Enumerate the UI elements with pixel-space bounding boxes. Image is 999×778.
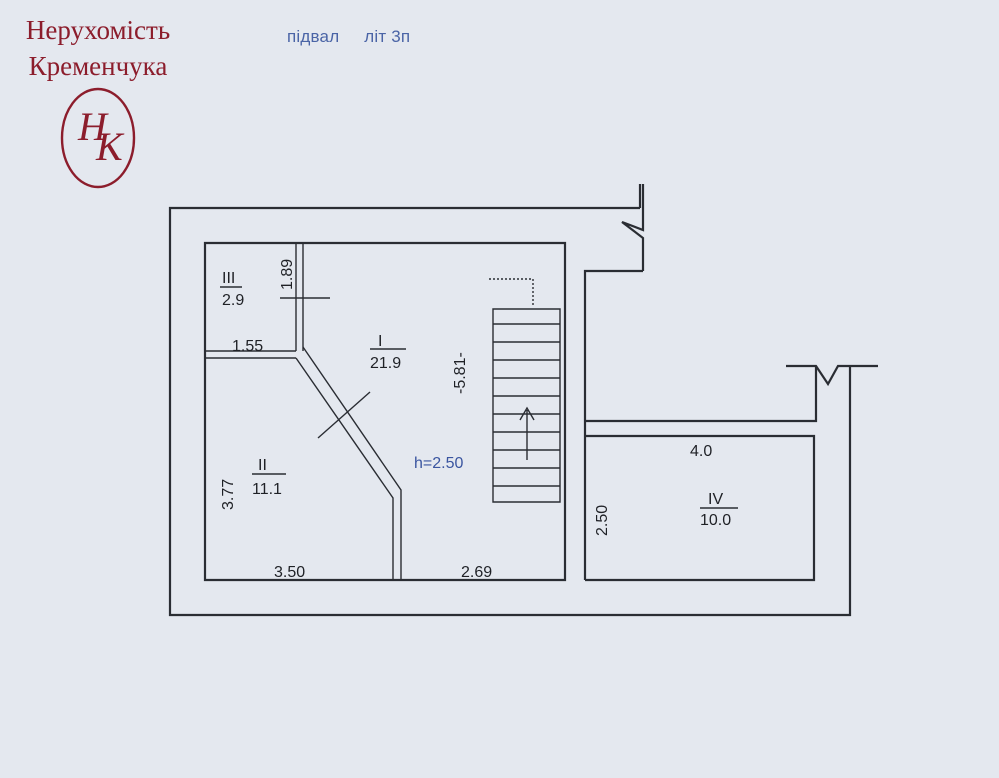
brand-line-2: Кременчука [28, 51, 168, 81]
room-IV-area: 10.0 [700, 512, 731, 529]
dimension-5-81: -5.81- [452, 352, 469, 394]
logo-letter-2: К [95, 124, 125, 169]
staircase [489, 278, 561, 503]
brand-line-1: Нерухомість [25, 15, 171, 45]
dimension-1-55: 1.55 [232, 338, 263, 355]
dimension-2-69: 2.69 [461, 564, 492, 581]
dimension-2-50: 2.50 [594, 505, 611, 536]
room-I-area: 21.9 [370, 355, 401, 372]
logo-letter-1: Н [77, 104, 109, 149]
ceiling-height-label: h=2.50 [414, 455, 463, 472]
brand-logo-icon: Н К [60, 87, 136, 189]
dimension-1-89: 1.89 [279, 259, 296, 290]
stair-direction-arrow-icon [519, 406, 535, 460]
building-label: літ 3п [364, 27, 411, 46]
room-III-label: III 2.9 [220, 270, 244, 309]
brand-name: Нерухомість Кременчука [0, 12, 196, 84]
room-I-label: I 21.9 [370, 333, 406, 372]
dimension-3-77: 3.77 [220, 479, 237, 510]
room-II-number: II [258, 457, 267, 474]
plan-header: підвал літ 3п [287, 27, 430, 47]
outer-walls [168, 184, 878, 617]
dimension-4-0: 4.0 [690, 443, 712, 460]
room-II-label: II 11.1 [252, 457, 286, 498]
stair-steps [493, 323, 560, 487]
room-III-number: III [222, 270, 235, 287]
room-IV-label: IV 10.0 [700, 491, 738, 529]
room-II-area: 11.1 [252, 481, 282, 498]
interior-partitions [205, 243, 402, 580]
room-III-area: 2.9 [222, 292, 244, 309]
room-IV-number: IV [708, 491, 723, 508]
dimension-3-50: 3.50 [274, 564, 305, 581]
room-I-number: I [378, 333, 382, 350]
floor-label: підвал [287, 27, 340, 46]
